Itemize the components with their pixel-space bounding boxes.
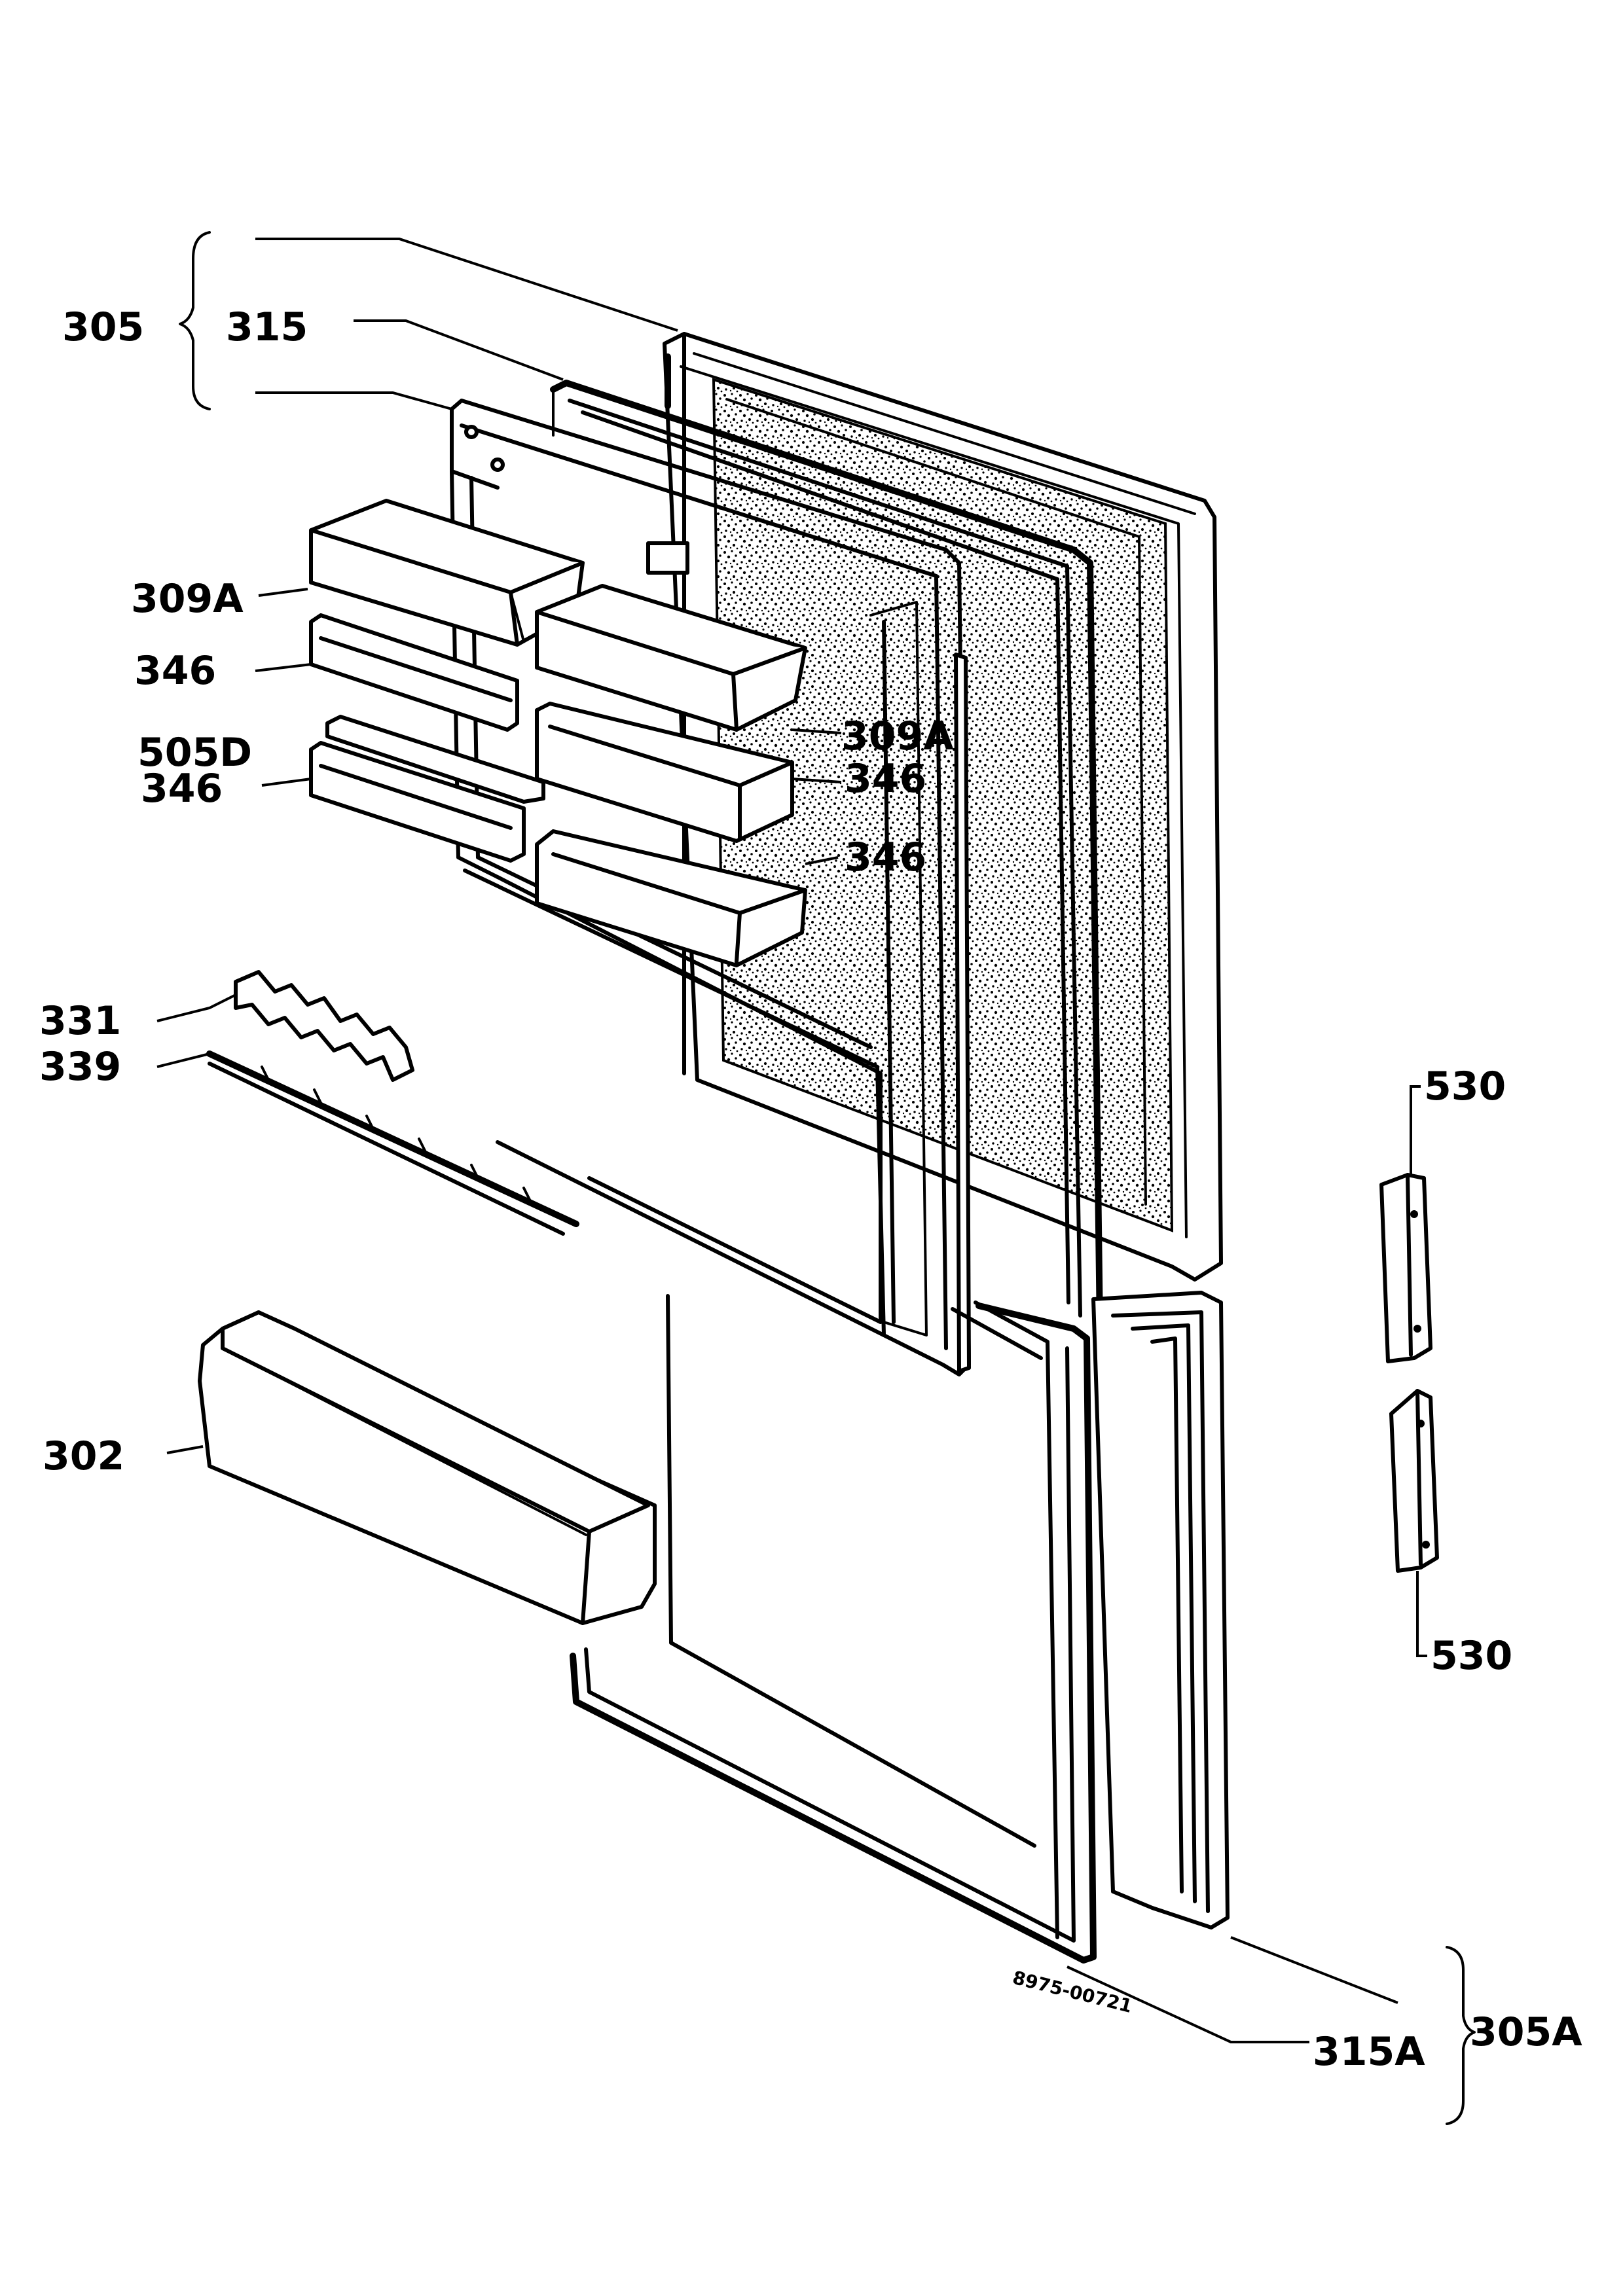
label-315: 315 [226, 304, 308, 350]
retainer-strip-339 [206, 1050, 579, 1236]
lower-door-gasket [570, 1294, 1097, 1964]
bottle-tray-302 [198, 1310, 657, 1625]
dairy-compartment-right [535, 584, 807, 732]
label-305a: 305A [1470, 2009, 1582, 2055]
leader-lines [156, 231, 1476, 2125]
label-346-lower-right: 346 [845, 834, 926, 880]
divider-bar-505d [325, 715, 545, 804]
drawing-code: 8975-00721 [1010, 1967, 1134, 2017]
label-305: 305 [62, 304, 144, 350]
bottle-holder-331 [234, 970, 414, 1082]
hinge-530-upper [1379, 1173, 1432, 1363]
label-302: 302 [43, 1433, 124, 1479]
label-530-lower: 530 [1431, 1633, 1512, 1679]
label-309a-right: 309A [841, 713, 954, 759]
hinge-530-lower [1389, 1389, 1439, 1573]
label-309a-left: 309A [131, 576, 244, 622]
shelf-tray-right-lower [535, 829, 807, 967]
label-346-upper-left: 346 [134, 648, 216, 694]
lower-door-outer-panel [1091, 1291, 1230, 1929]
label-331: 331 [39, 998, 121, 1044]
label-530-upper: 530 [1424, 1064, 1506, 1109]
label-339: 339 [39, 1044, 121, 1090]
label-346-upper-right: 346 [845, 756, 926, 802]
label-315a: 315A [1313, 2029, 1425, 2075]
upper-door-inner-liner [450, 399, 971, 1376]
label-346-lower-left: 346 [141, 766, 223, 812]
label-505d: 505D [137, 730, 252, 776]
shelf-tray-left-lower [309, 741, 526, 863]
